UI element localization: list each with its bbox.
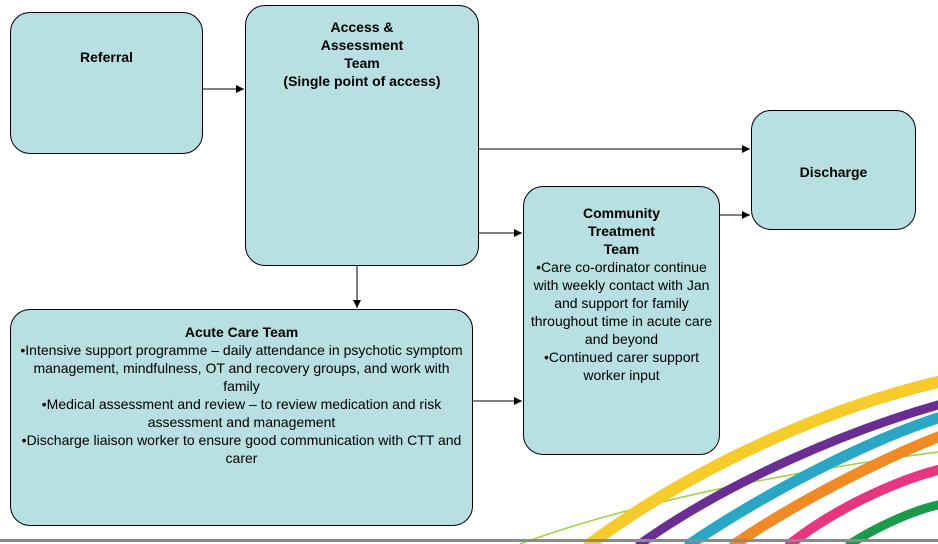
footer-divider xyxy=(0,539,938,542)
access-title-line: Team xyxy=(344,55,380,71)
access-title-line: (Single point of access) xyxy=(283,73,441,89)
ribbon-stripe xyxy=(684,412,938,544)
access-title-line: Access & xyxy=(330,19,394,35)
ribbon-stripe xyxy=(584,376,938,544)
ctt-bullet: •Continued carer support worker input xyxy=(543,349,700,383)
acute-care-team-box: Acute Care Team •Intensive support progr… xyxy=(10,309,473,526)
ribbon-stripe xyxy=(635,400,938,544)
discharge-title: Discharge xyxy=(799,164,868,180)
ctt-bullet: •Care co-ordinator continue with weekly … xyxy=(530,259,713,347)
acute-bullet: •Intensive support programme – daily att… xyxy=(20,342,463,394)
access-assessment-box: Access & Assessment Team (Single point o… xyxy=(245,5,479,266)
ribbon-stripe xyxy=(729,431,938,544)
decorative-ribbons xyxy=(519,376,938,544)
referral-title: Referral xyxy=(80,49,133,65)
acute-bullet: •Discharge liaison worker to ensure good… xyxy=(21,432,462,466)
acute-bullet: •Medical assessment and review – to revi… xyxy=(41,396,442,430)
ctt-title-line: Treatment xyxy=(588,223,655,239)
access-title-line: Assessment xyxy=(320,37,404,53)
discharge-box: Discharge xyxy=(751,110,916,230)
ctt-title-line: Community xyxy=(583,205,660,221)
ribbon-stripe xyxy=(845,500,938,544)
community-treatment-team-box: Community Treatment Team •Care co-ordina… xyxy=(523,186,720,455)
ribbon-stripe xyxy=(785,465,938,544)
acute-title: Acute Care Team xyxy=(184,324,299,340)
ctt-title-line: Team xyxy=(603,241,640,257)
referral-box: Referral xyxy=(10,12,203,154)
